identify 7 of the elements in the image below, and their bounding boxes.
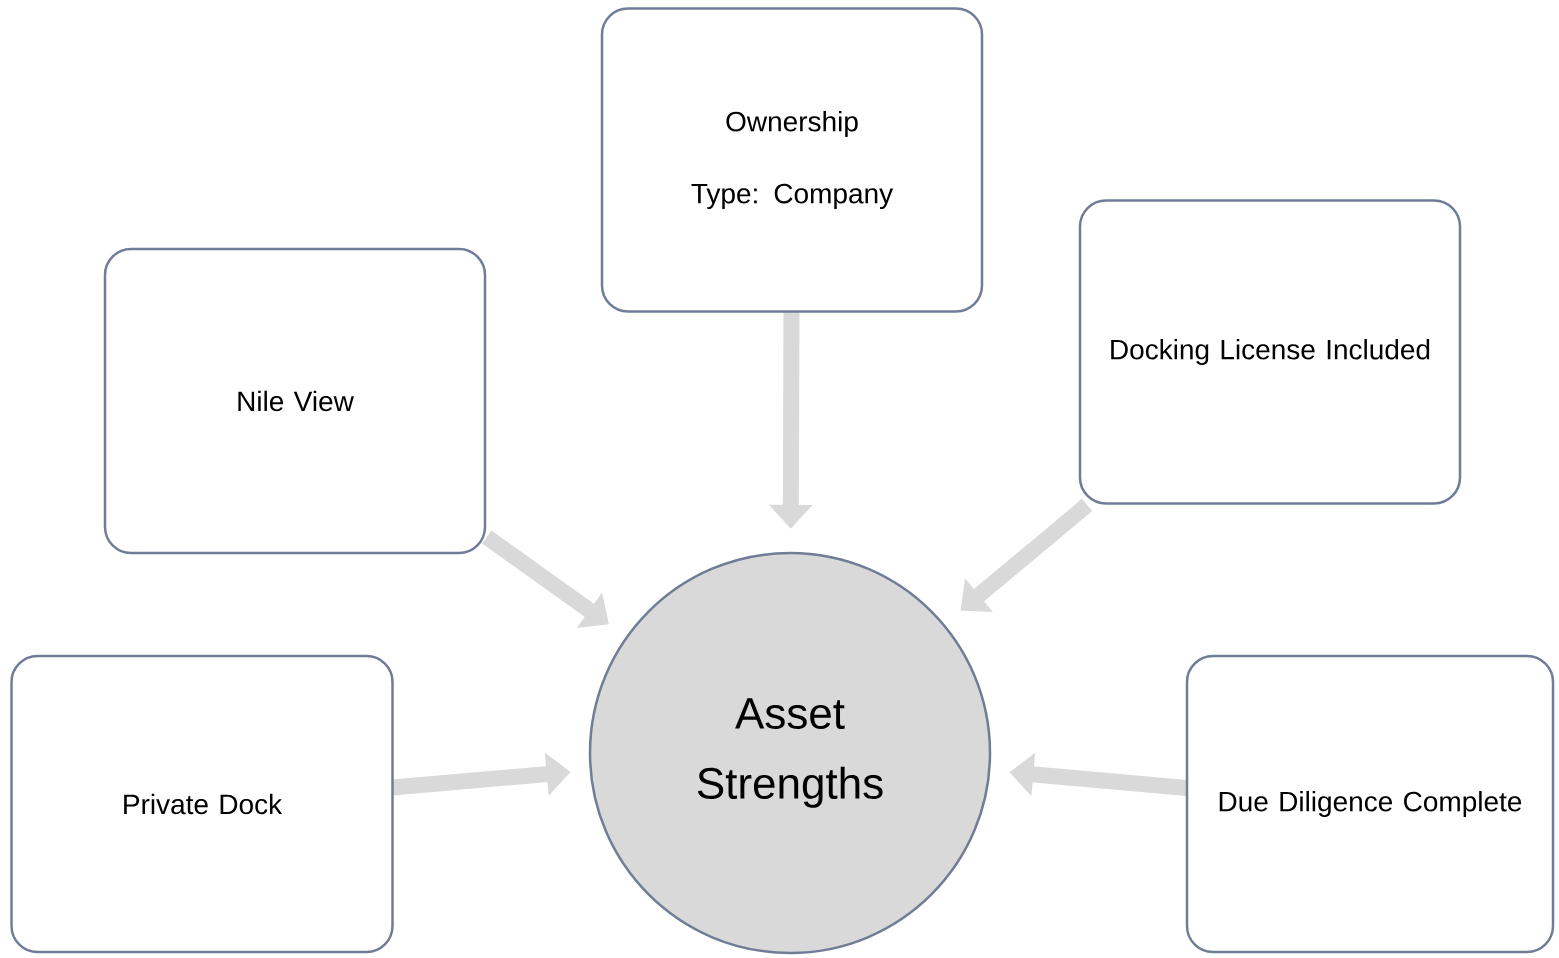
text-box: Nile View — [103, 247, 487, 555]
text-box: Docking License Included — [1078, 199, 1462, 505]
text-box: Due Diligence Complete — [1185, 654, 1555, 954]
text-box: Ownership Type: Company — [600, 7, 984, 313]
circle-node: Asset Strengths — [588, 551, 992, 955]
block-arrow — [482, 530, 609, 628]
text-box: Private Dock — [10, 654, 394, 954]
